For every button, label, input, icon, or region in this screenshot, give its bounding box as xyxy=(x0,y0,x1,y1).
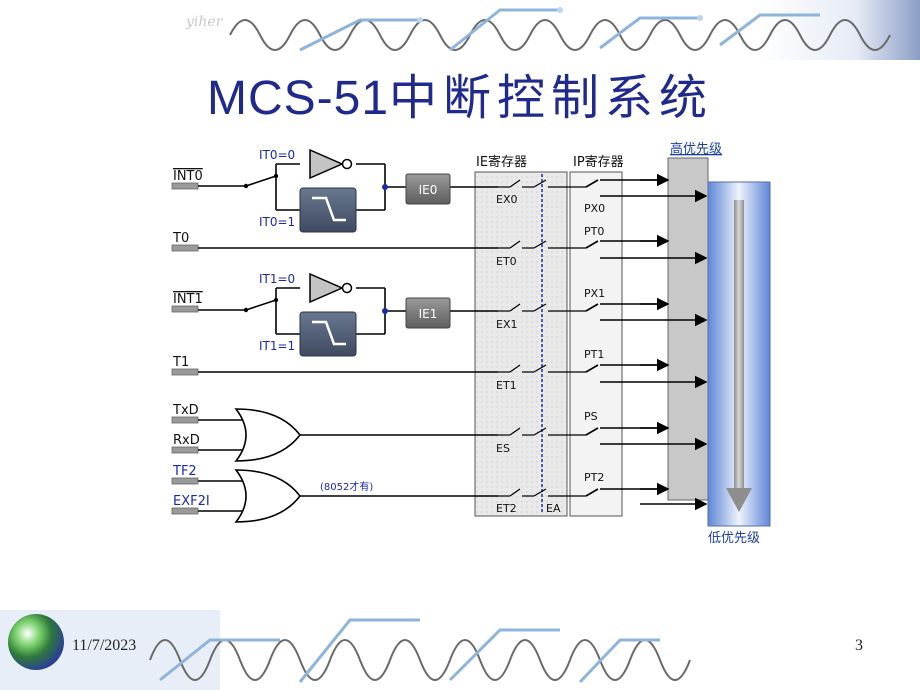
input-exf2: EXF2I xyxy=(173,494,210,509)
slide-date: 11/7/2023 xyxy=(72,637,137,654)
input-t1: T1 xyxy=(172,355,189,370)
watermark: yiher xyxy=(186,14,223,30)
int1-edge-detector xyxy=(299,311,357,357)
bottom-decoration xyxy=(0,610,691,690)
input-tf2: TF2 xyxy=(172,464,197,479)
ie-register-panel xyxy=(474,171,568,517)
ie-bit-et1: ET1 xyxy=(496,379,517,392)
input-txd: TxD xyxy=(172,403,199,418)
serial-or-gate xyxy=(234,408,302,462)
label-it1-1: IT1=1 xyxy=(259,339,295,353)
title-cjk: 中断控制系统 xyxy=(389,70,714,126)
ip-register-panel xyxy=(569,171,623,517)
page-number: 3 xyxy=(855,637,863,654)
ea-label: EA xyxy=(546,502,561,515)
ie1-flag-box xyxy=(405,297,451,329)
ie1-flag-label: IE1 xyxy=(419,307,438,321)
timer2-or-gate xyxy=(234,469,302,523)
title-latin: MCS-51 xyxy=(206,72,390,125)
input-int1: INT1 xyxy=(173,292,203,307)
ie-bit-ex0: EX0 xyxy=(496,193,517,206)
ip-bit-pt2: PT2 xyxy=(584,471,604,484)
ip-bit-pt1: PT1 xyxy=(584,348,604,361)
ip-bit-px1: PX1 xyxy=(584,287,605,300)
ip-bit-pt0: PT0 xyxy=(584,225,604,238)
ip-register-title: IP寄存器 xyxy=(573,154,624,170)
int0-not-gate xyxy=(309,148,353,180)
ie-register-title: IE寄存器 xyxy=(476,154,527,170)
ip-bit-ps: PS xyxy=(584,410,598,423)
trigger-switch-dots xyxy=(243,173,388,314)
top-decoration xyxy=(229,0,920,60)
low-priority-label: 低优先级 xyxy=(708,531,760,546)
label-it0-0: IT0=0 xyxy=(259,148,295,162)
high-priority-label: 高优先级 xyxy=(670,141,722,157)
int1-not-gate xyxy=(309,272,353,304)
ie-bit-ex1: EX1 xyxy=(496,318,517,331)
label-it0-1: IT0=1 xyxy=(259,215,295,229)
ie0-flag-box xyxy=(405,173,451,205)
int0-edge-detector xyxy=(299,187,357,233)
ie-bit-es: ES xyxy=(496,442,510,455)
ie-bit-et0: ET0 xyxy=(496,255,517,268)
priority-arrow-head xyxy=(726,488,752,512)
input-int0: INT0 xyxy=(173,169,203,184)
ie-bit-et2: ET2 xyxy=(496,502,517,515)
input-t0: T0 xyxy=(172,231,189,246)
priority-arrow-shaft xyxy=(734,200,744,490)
label-it1-0: IT1=0 xyxy=(259,272,295,286)
globe-icon xyxy=(8,614,64,670)
slide-title: MCS-51中断控制系统 xyxy=(0,58,920,128)
priority-gate-panel xyxy=(667,157,709,501)
input-rxd: RxD xyxy=(173,433,200,448)
ie0-flag-label: IE0 xyxy=(419,183,438,197)
note-8052: (8052才有) xyxy=(320,480,373,493)
input-pins xyxy=(171,182,199,515)
ip-bit-px0: PX0 xyxy=(584,202,605,215)
